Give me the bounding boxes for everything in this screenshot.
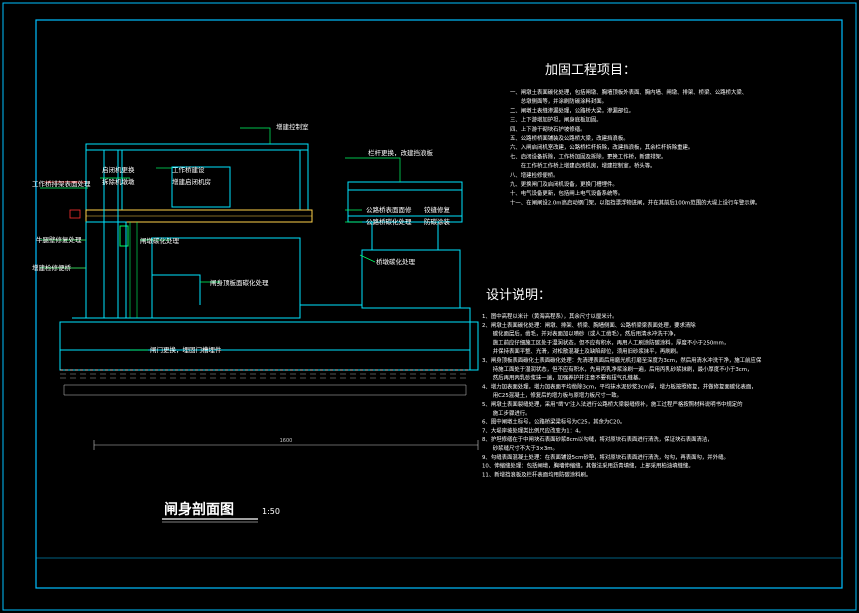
label-slab-repair: 闸身顶板面碳化处理 — [210, 278, 269, 287]
projects-line: 六、入闸启闭机室改建，公路桥栏杆拆除，改建挡浪板，其余栏杆拆除重建。 — [510, 143, 693, 151]
notes-line: 9、勾缝表面混凝土处理：在表面铺设5cm砂垫，将对原块石表面进行清洗，勾勾，再表… — [482, 453, 729, 461]
notes-line: 7、大堤岸坡处理类比例尺应改变为1：4。 — [482, 426, 584, 434]
projects-line: 七、启闭设备拆除，工作桥加固及拆除，更换工作桥，新建排架。 — [510, 152, 666, 160]
label-crane-base: 拆除机墩墩 — [102, 177, 135, 186]
notes-title: 设计说明： — [486, 288, 551, 303]
label-pier-reinforce: 牛腿壁修复处理 — [36, 235, 82, 244]
notes-line: 5、闸墩土表面裂缝处理，采用"凿'V'注入法进行公路桥大梁裂缝修补，施工过程严格… — [482, 400, 743, 408]
notes-line: 10、伸缩缝处理：包括闸墩，胸墙伸缩缝，其做法采用沥青填缝，上部采用柏油填缝缝。 — [482, 462, 694, 470]
breast-wall — [151, 238, 201, 305]
label-roof-reinforce: 增建控制室 — [276, 122, 309, 131]
road-bridge-pier — [371, 221, 439, 251]
gate-chamber — [125, 222, 301, 319]
label-railing: 栏杆更换，改建挡浪板 — [368, 148, 434, 157]
leader-lines — [40, 127, 401, 351]
label-road-carbon: 公路桥碳化处理 — [366, 217, 412, 226]
projects-line: 十、电气设备更新，包括闸上电气设备系统等。 — [510, 189, 623, 197]
notes-line: 11、新增挡浪板及栏杆表面均用防碳涂料刷。 — [482, 470, 591, 478]
notes-line: 施工前应仔细施工区处于湿润状态，但不应有积水，再用人工刷涂防碳涂料，厚度不小于2… — [482, 338, 729, 346]
projects-line: 一、闸墩土表面碳化处理，包括闸墩、胸墙顶板外表面、胸内墙、闸墩、排架、桥梁、公路… — [510, 88, 747, 96]
projects-title: 加固工程项目： — [545, 63, 636, 78]
notes-line: 4、增力加表面处理，增力加表面平均凿除3cm，平均抹水泥砂浆3cm厚，增力板按照… — [482, 382, 757, 390]
projects-list: 一、闸墩土表面碳化处理，包括闸墩、胸墙顶板外表面、胸内墙、闸墩、排架、桥梁、公路… — [510, 88, 760, 206]
dimension-total: 1600 — [280, 438, 293, 444]
notes-line: 碳化面层后，凿毛，并对表面加以喷砂（或人工凿毛），然后用清水冲洗干净， — [482, 330, 679, 338]
label-road-plate: 公路桥表面面修 — [366, 205, 412, 214]
label-pier-right: 桥墩碳化处理 — [376, 257, 416, 266]
projects-line: 九、更换闸门及启闭机设备，更换门槽埋件。 — [510, 180, 618, 188]
crane-room — [171, 166, 231, 208]
notes-list: 1、图中高程以米计（黄海高程系），其余尺寸以厘米计。2、闸墩土表面碳化处理：闸墩… — [482, 312, 762, 478]
label-pier-carbon: 闸墩碳化处理 — [140, 236, 180, 245]
projects-line: 总墩侧面等，并涂刷防碳涂料封面。 — [510, 97, 607, 105]
projects-line: 十一、在闸闸设2.0m高启动钢门架，以阻挡漂浮物进闸，并在其前后100m范围的大… — [510, 198, 760, 206]
label-anchor: 增建检修便桥 — [32, 263, 72, 272]
notes-line: 1、图中高程以米计（黄海高程系），其余尺寸以厘米计。 — [482, 312, 618, 320]
notes-line: 然后再用丙乳砂浆抹一遍，加强养护并注意不要有扭气孔缝基。 — [482, 374, 644, 382]
projects-line: 三、上下游增加护坦，闸身底板加固。 — [510, 116, 602, 124]
notes-line: 施工步骤进行。 — [482, 409, 531, 417]
projects-line: 五、公路桥桥面铺装及公路桥大梁，改建挡浪板。 — [510, 134, 629, 142]
label-gate-replace: 闸门更换，埋固门槽埋件 — [150, 345, 222, 354]
apron — [59, 350, 471, 371]
label-road-joint: 铰缝修复 — [424, 205, 451, 214]
drawing-scale: 1:50 — [262, 507, 280, 516]
notes-line: 用C25混凝土，修复后的增力板与原增力板尺寸一致。 — [482, 391, 622, 399]
toe-wall — [470, 321, 479, 371]
notes-line: 2、闸墩土表面碳化处理：闸墩、排架、桥梁、胸墙侧面、公路桥梁梁表面处理，要求清除 — [482, 321, 696, 329]
notes-line: 6、图中闸墩土标号，公路桥梁梁标号为C25，其余为C20。 — [482, 418, 625, 426]
projects-line: 八、增建检修便桥。 — [510, 171, 559, 179]
foundation-slab — [59, 321, 471, 351]
label-crane-replace: 启闭机更换 — [102, 165, 135, 174]
label-crane-room: 增建启闭机房 — [172, 177, 211, 186]
notes-line: 砂浆缝尺寸不大于3×3m。 — [482, 444, 558, 452]
label-bridge-surface: 工作桥建设 — [172, 165, 205, 174]
inner-frame — [35, 19, 843, 589]
notes-line: 8、护坦修缮在于中闸块石表面砂浆8cm以勾缝，将对原块石表面进行清洗，保证块石表… — [482, 435, 713, 443]
dimension-line — [93, 440, 479, 450]
notes-line: 并保持表面平整、光滑，对松散混凝土及缺陷部位，须用旧砂浆抹平，再刷刷。 — [482, 347, 681, 355]
drawing-title: 闸身剖面图 — [164, 501, 234, 518]
sluice-section — [44, 143, 479, 396]
control-room-frame — [85, 143, 309, 211]
label-road-add: 防碳涂装 — [424, 217, 451, 226]
notes-line: 3、闸身顶板表面碳化土表面碳化处理：先清理表面后用磨光机打磨至深度为3cm，然后… — [482, 356, 762, 364]
projects-line: 二、闸墩土表缝渗漏处理，公路桥大梁，渗漏部位。 — [510, 106, 634, 114]
notes-line: 持施工面处于湿润状态，但不应有积水，先用丙乳净浆涂刷一遍，后用丙乳砂浆抹刷，最小… — [482, 365, 752, 373]
label-left-top: 工作桥排架表面处理 — [32, 179, 91, 188]
projects-line: 四、上下游干砌块石护坡修缮。 — [510, 125, 585, 133]
bottom-slab — [72, 304, 471, 322]
projects-line: 在工作桥工作桥上增建启闭机房，增建控制室，桥头等。 — [510, 162, 656, 170]
